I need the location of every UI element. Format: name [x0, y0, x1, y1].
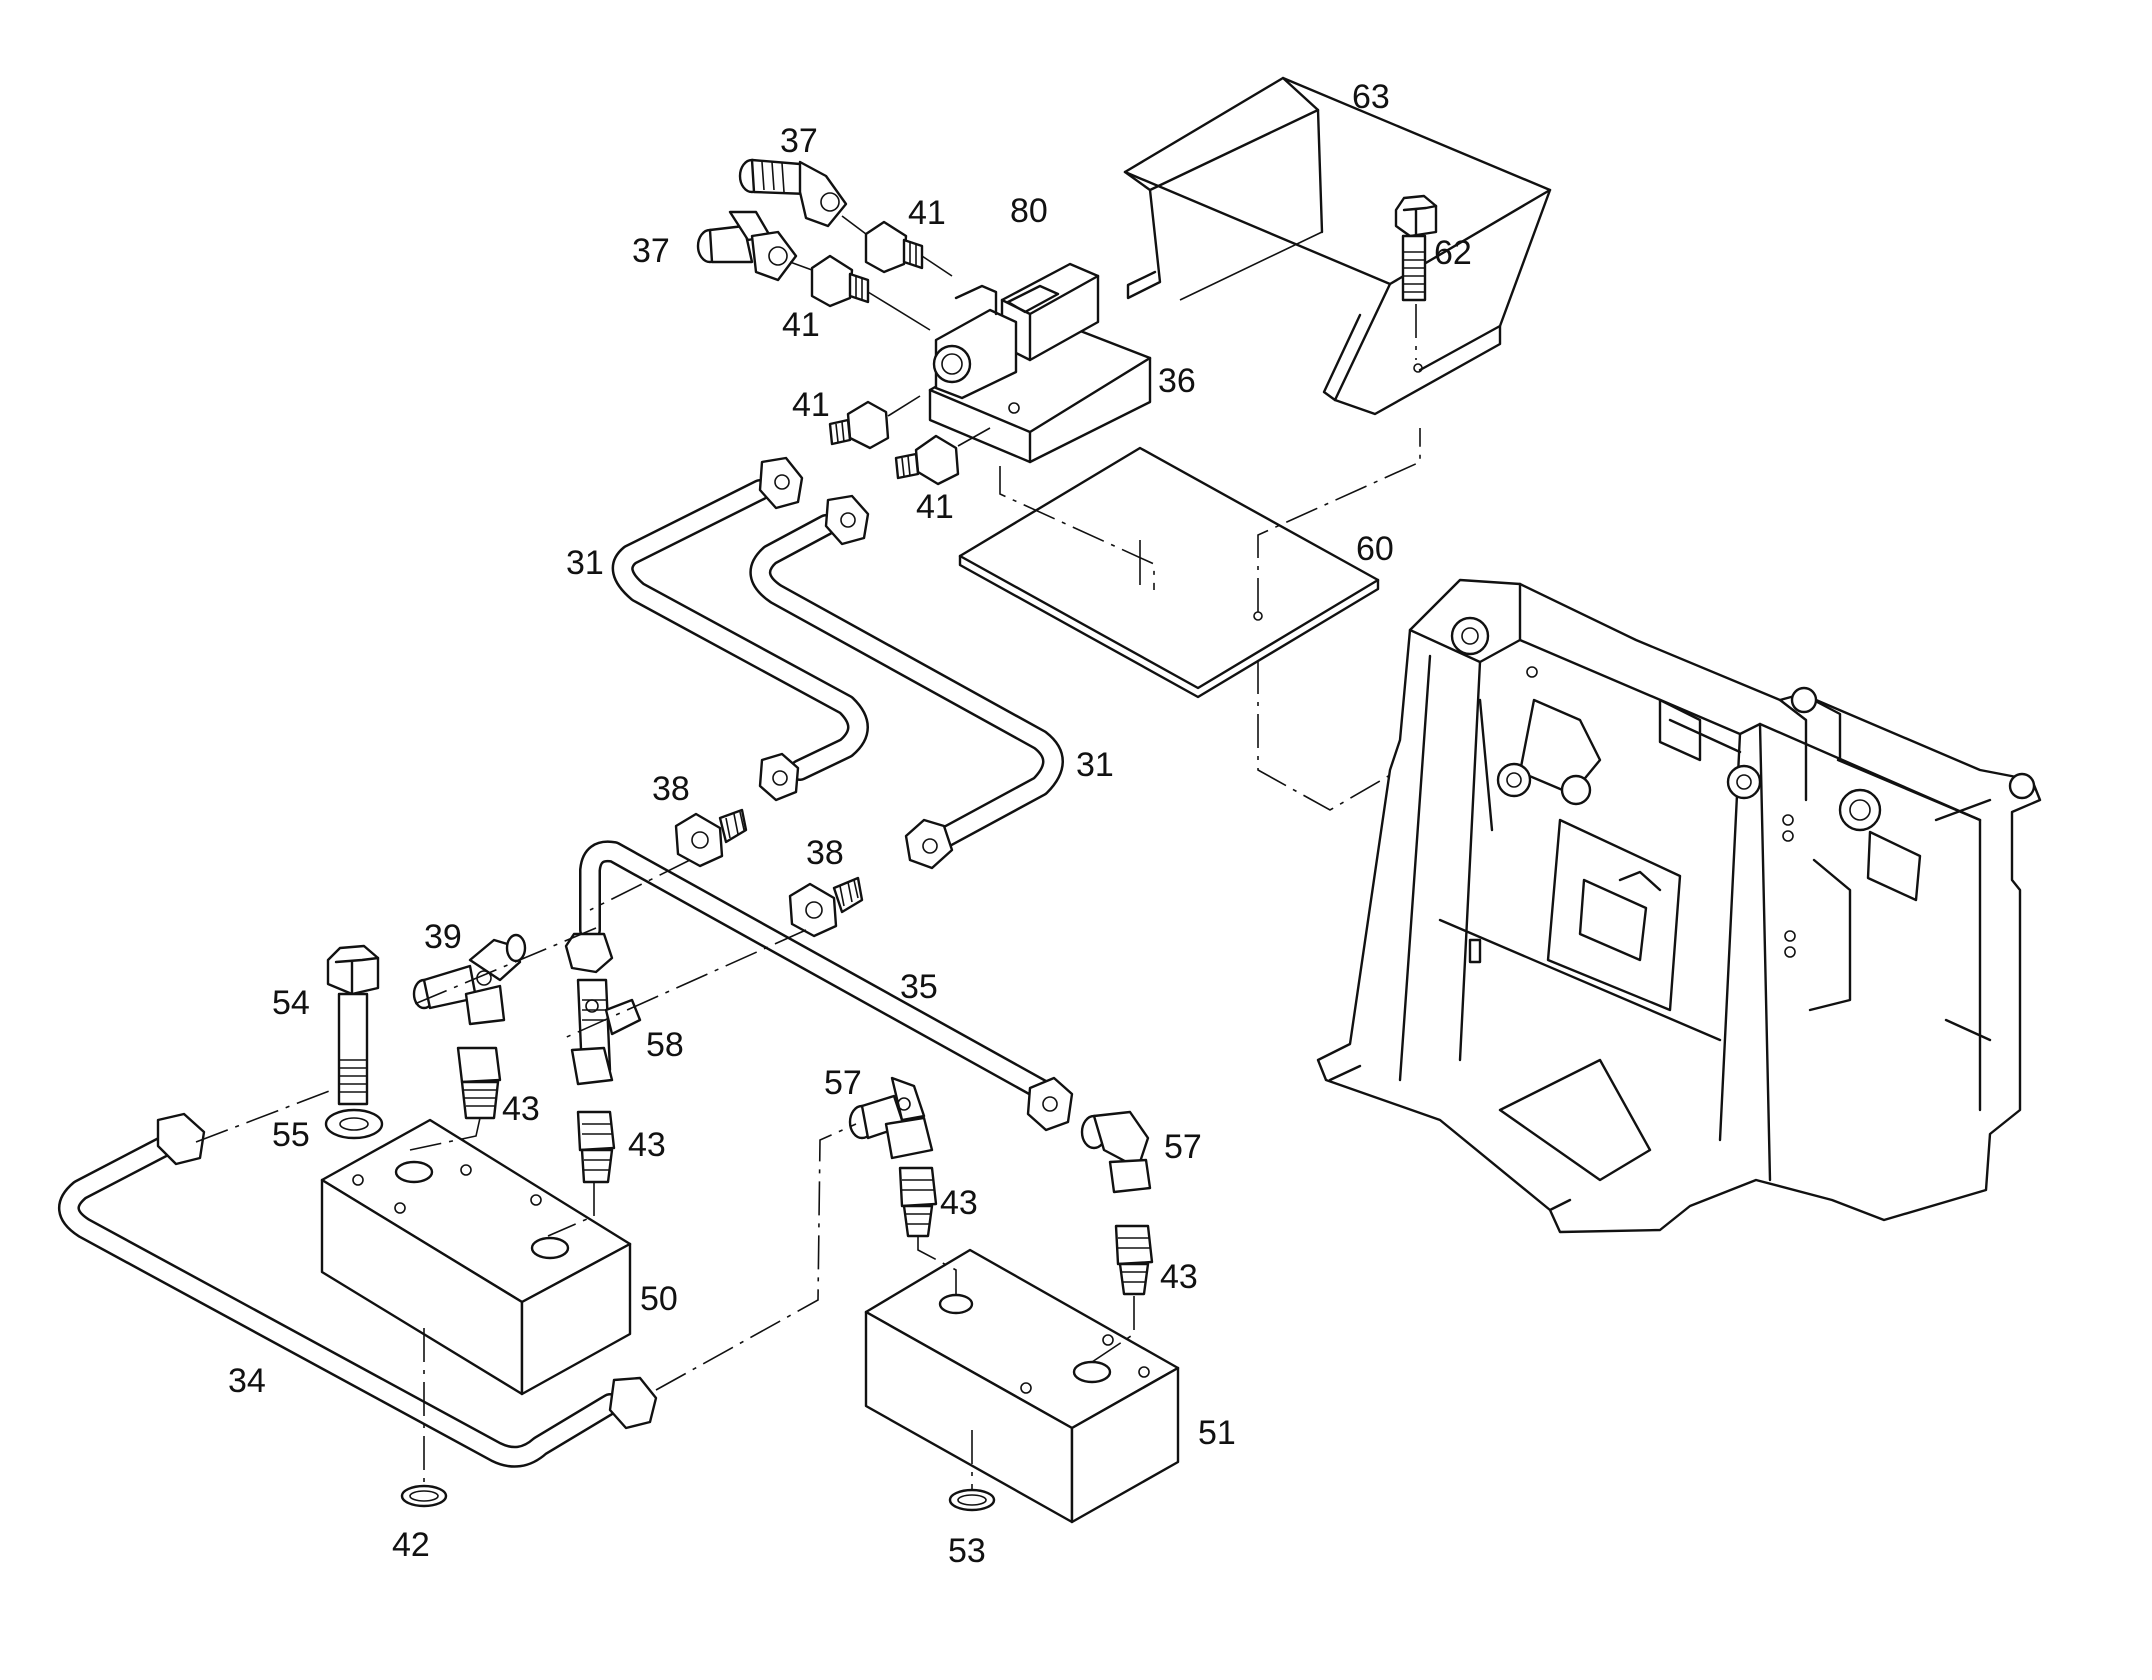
- callout-39: 39: [424, 918, 462, 956]
- callout-55: 55: [272, 1116, 310, 1154]
- callout-43-d: 43: [1160, 1258, 1198, 1296]
- elbow-37-upper: [738, 158, 848, 228]
- pipe-31-left: [611, 456, 869, 802]
- plate-60: [958, 428, 1441, 811]
- callout-57-right: 57: [1164, 1128, 1202, 1166]
- block-51: [864, 1248, 1180, 1524]
- nipple-41-a: [841, 215, 953, 277]
- callout-43-c: 43: [940, 1184, 978, 1222]
- callout-51: 51: [1198, 1414, 1236, 1452]
- callout-35: 35: [900, 968, 938, 1006]
- bolt-62: [1394, 194, 1438, 360]
- tee-39: [412, 933, 527, 1026]
- machine-frame: [1316, 578, 2042, 1234]
- callout-34: 34: [228, 1362, 266, 1400]
- nipple-41-c: [828, 395, 921, 450]
- guard-63: [1123, 76, 1552, 416]
- callout-38-lower: 38: [806, 834, 844, 872]
- callout-31-right: 31: [1076, 746, 1114, 784]
- callout-54: 54: [272, 984, 310, 1022]
- callout-53: 53: [948, 1532, 986, 1570]
- callout-31-left: 31: [566, 544, 604, 582]
- callout-36: 36: [1158, 362, 1196, 400]
- callout-41-a: 41: [908, 194, 946, 232]
- bolt-54: [326, 944, 380, 1106]
- callout-43-b: 43: [628, 1126, 666, 1164]
- callout-41-b: 41: [782, 306, 820, 344]
- tee-58: [570, 978, 642, 1086]
- callout-58: 58: [646, 1026, 684, 1064]
- elbow-57-right: [1080, 1110, 1152, 1194]
- nipple-41-d: [894, 427, 991, 486]
- nipple-43-c: [898, 1166, 938, 1238]
- leader-lines: [195, 466, 1155, 1490]
- callout-60: 60: [1356, 530, 1394, 568]
- callout-41-c: 41: [792, 386, 830, 424]
- callout-50: 50: [640, 1280, 678, 1318]
- o-ring-53: [948, 1488, 996, 1512]
- block-50: [320, 1118, 632, 1396]
- connector-38-upper: [674, 808, 748, 868]
- callout-43-a: 43: [502, 1090, 540, 1128]
- pipe-31-right: [749, 494, 1064, 870]
- nipple-41-b: [789, 254, 931, 331]
- connector-38-lower: [788, 876, 864, 938]
- callout-57-left: 57: [824, 1064, 862, 1102]
- callout-80: 80: [1010, 192, 1048, 230]
- callout-42: 42: [392, 1526, 430, 1564]
- callout-38-upper: 38: [652, 770, 690, 808]
- pipe-35: [564, 840, 1074, 1132]
- pipe-34: [58, 1112, 658, 1468]
- elbow-37-lower: [696, 210, 798, 282]
- nipple-43-d: [1114, 1224, 1154, 1296]
- washer-55: [324, 1108, 384, 1140]
- nipple-43-b: [576, 1110, 616, 1184]
- solenoid-80: [932, 262, 1100, 400]
- callout-62: 62: [1434, 234, 1472, 272]
- callout-41-d: 41: [916, 488, 954, 526]
- nipple-43-a: [456, 1046, 502, 1120]
- callout-63: 63: [1352, 78, 1390, 116]
- valve-36: [928, 318, 1152, 464]
- callout-37-upper: 37: [780, 122, 818, 160]
- callout-37-lower: 37: [632, 232, 670, 270]
- o-ring-42: [400, 1484, 448, 1508]
- elbow-57-left: [848, 1076, 934, 1160]
- callout-labels: 63 37 80 41 37 62 41 36 41 41 60 31 31 3…: [228, 78, 1472, 1570]
